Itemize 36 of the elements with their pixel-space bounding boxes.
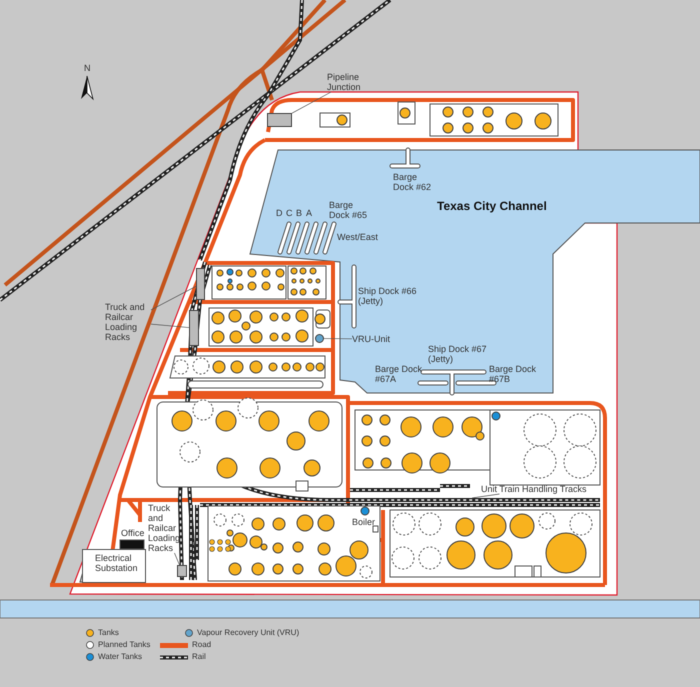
building-label: Office [121,528,144,538]
dock-label: Ship Dock #66 (Jetty) [358,286,418,306]
legend-label: Road [192,640,212,650]
leader-line [292,92,332,114]
leader-line [150,324,190,328]
leader-line [472,494,500,498]
legend-label: Rail [192,652,206,662]
leader-line [324,338,352,340]
dock-label: Barge Dock #67A [375,364,423,384]
loading-rack [189,310,199,346]
dock-label: Barge Dock #65 [329,200,368,220]
legend-label: Tanks [98,628,119,638]
berth-letter: B [296,208,302,218]
building-label: Boiler [352,517,376,527]
compass-letter: N [84,63,90,73]
loading-rack [196,268,205,300]
legend-label: Vapour Recovery Unit (VRU) [197,628,300,638]
berth-letter: C [286,208,292,218]
dock-label: Barge Dock #67B [489,364,537,384]
dock-label: Barge Dock #62 [393,172,432,192]
dock-label: Ship Dock #67 (Jetty) [428,344,488,364]
callout-label: Unit Train Handling Tracks [481,484,587,494]
substation-building: Electrical Substation [82,549,146,583]
callout-label: VRU-Unit [352,334,390,344]
leader-line [150,286,196,310]
callout-label: Pipeline Junction [327,72,372,92]
legend-label: Water Tanks [98,652,142,662]
berth-letter: A [306,208,312,218]
callout-label: Truck and Railcar Loading Racks [105,302,151,342]
berth-letter: D [276,208,282,218]
loading-rack [177,565,187,577]
water-body-name: Texas City Channel [437,199,547,213]
leader-line [174,552,180,566]
dock-label: West/East [337,232,378,242]
legend-label: Planned Tanks [98,640,150,650]
pipeline-junction-block [267,113,292,127]
